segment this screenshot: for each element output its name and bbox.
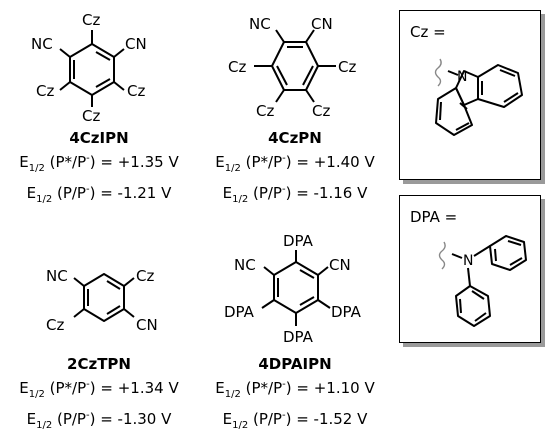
dpa-legend-label: DPA =	[410, 208, 458, 226]
compound-4czipn: 4CzIPN E1/2 (P*/P-) = +1.35 V E1/2 (P/P-…	[4, 128, 194, 210]
4czpn-sub-bottom-left: Cz	[256, 102, 274, 120]
cz-legend-box: Cz = N	[399, 10, 541, 180]
reduction-potential: E1/2 (P/P-) = -1.21 V	[26, 184, 172, 205]
4czpn-sub-bottom-right: Cz	[312, 102, 330, 120]
4czipn-sub-lower-right: Cz	[127, 82, 145, 100]
4czipn-sub-lower-left: Cz	[36, 82, 54, 100]
4czpn-sub-top-left: NC	[249, 15, 271, 33]
4dpaipn-ring	[261, 250, 331, 326]
compound-name: 4CzIPN	[69, 129, 129, 147]
4dpaipn-sub-upper-left: NC	[234, 256, 256, 274]
4dpaipn-sub-upper-right: CN	[329, 256, 351, 274]
2cztpn-sub-upper-right: Cz	[136, 267, 154, 285]
oxidation-potential: E1/2 (P*/P-) = +1.40 V	[215, 153, 375, 174]
attachment-squiggle	[438, 241, 446, 270]
compound-2cztpn: 2CzTPN E1/2 (P*/P-) = +1.34 V E1/2 (P/P-…	[4, 354, 194, 436]
nitrogen-atom: N	[457, 69, 467, 85]
4dpaipn-sub-lower-right: DPA	[331, 303, 362, 321]
compound-4dpaipn: 4DPAIPN E1/2 (P*/P-) = +1.10 V E1/2 (P/P…	[200, 354, 390, 436]
carbazole-structure: N	[434, 58, 523, 136]
cz-legend-label: Cz =	[410, 23, 446, 41]
reduction-potential: E1/2 (P/P-) = -1.52 V	[222, 410, 368, 431]
diphenylamine-structure: N	[438, 235, 527, 327]
2cztpn-sub-lower-left: Cz	[46, 316, 64, 334]
4czipn-sub-upper-right: CN	[125, 35, 147, 53]
4czipn-sub-upper-left: NC	[31, 35, 53, 53]
compound-name: 4CzPN	[268, 129, 322, 147]
4czipn-ring	[59, 30, 125, 107]
reduction-potential: E1/2 (P/P-) = -1.30 V	[26, 410, 172, 431]
4czipn-sub-top: Cz	[82, 11, 100, 29]
reduction-potential: E1/2 (P/P-) = -1.16 V	[222, 184, 368, 205]
2cztpn-sub-lower-right: CN	[136, 316, 158, 334]
4dpaipn-sub-bottom: DPA	[283, 328, 314, 346]
compound-name: 4DPAIPN	[258, 355, 332, 373]
4czpn-ring	[254, 29, 336, 103]
4czpn-sub-right: Cz	[338, 58, 356, 76]
4czpn-sub-left: Cz	[228, 58, 246, 76]
oxidation-potential: E1/2 (P*/P-) = +1.34 V	[19, 379, 179, 400]
compound-4czpn: 4CzPN E1/2 (P*/P-) = +1.40 V E1/2 (P/P-)…	[200, 128, 390, 210]
4czipn-sub-bottom: Cz	[82, 107, 100, 125]
4czpn-sub-top-right: CN	[311, 15, 333, 33]
4dpaipn-sub-top: DPA	[283, 232, 314, 250]
dpa-legend-box: DPA = N	[399, 195, 541, 343]
4dpaipn-sub-lower-left: DPA	[224, 303, 255, 321]
attachment-squiggle	[434, 58, 442, 87]
compound-name: 2CzTPN	[67, 355, 131, 373]
oxidation-potential: E1/2 (P*/P-) = +1.10 V	[215, 379, 375, 400]
2cztpn-sub-upper-left: NC	[46, 267, 68, 285]
nitrogen-atom: N	[463, 253, 473, 269]
2cztpn-ring	[73, 273, 135, 322]
oxidation-potential: E1/2 (P*/P-) = +1.35 V	[19, 153, 179, 174]
